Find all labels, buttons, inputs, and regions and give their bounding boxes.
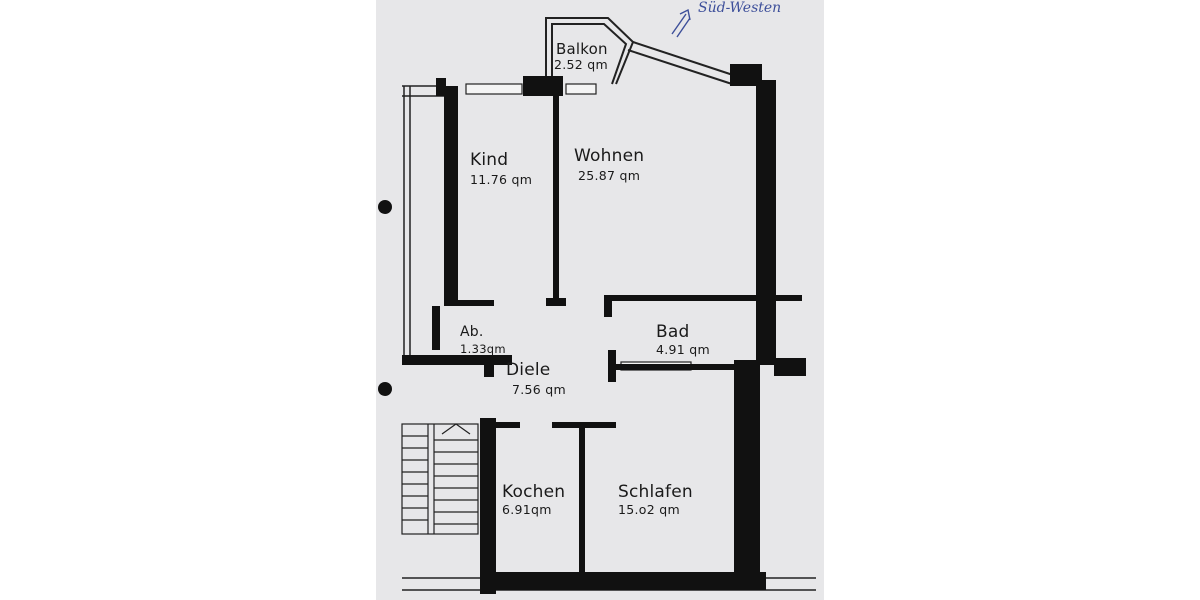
orientation-arrow-icon — [671, 8, 691, 38]
staircase — [401, 423, 479, 535]
room-area-wohnen: 25.87 qm — [578, 168, 641, 183]
room-name-ab: Ab. — [460, 324, 484, 340]
room-area-diele: 7.56 qm — [512, 382, 567, 397]
orientation-note: Süd-Westen — [698, 0, 782, 16]
room-name-diele: Diele — [506, 360, 551, 380]
room-name-kochen: Kochen — [502, 482, 566, 502]
room-area-kochen: 6.91qm — [502, 502, 552, 517]
room-name-kind: Kind — [470, 150, 509, 170]
room-name-schlafen: Schlafen — [618, 482, 693, 502]
room-area-ab: 1.33qm — [460, 342, 506, 356]
floor-plan-sheet: Süd-Westen Balkon 2.52 qm Kind 11.76 qm … — [376, 0, 824, 600]
room-name-wohnen: Wohnen — [574, 146, 645, 166]
hole-punch-top — [378, 200, 392, 214]
room-name-bad: Bad — [656, 322, 690, 342]
room-area-kind: 11.76 qm — [470, 172, 533, 187]
hole-punch-bottom — [378, 382, 392, 396]
room-area-bad: 4.91 qm — [656, 342, 711, 357]
room-name-balkon: Balkon — [556, 40, 608, 58]
room-area-schlafen: 15.o2 qm — [618, 502, 680, 517]
balcony-outline — [545, 17, 737, 85]
walls — [402, 64, 806, 594]
room-area-balkon: 2.52 qm — [554, 57, 609, 72]
floor-plan-drawing — [378, 8, 816, 594]
